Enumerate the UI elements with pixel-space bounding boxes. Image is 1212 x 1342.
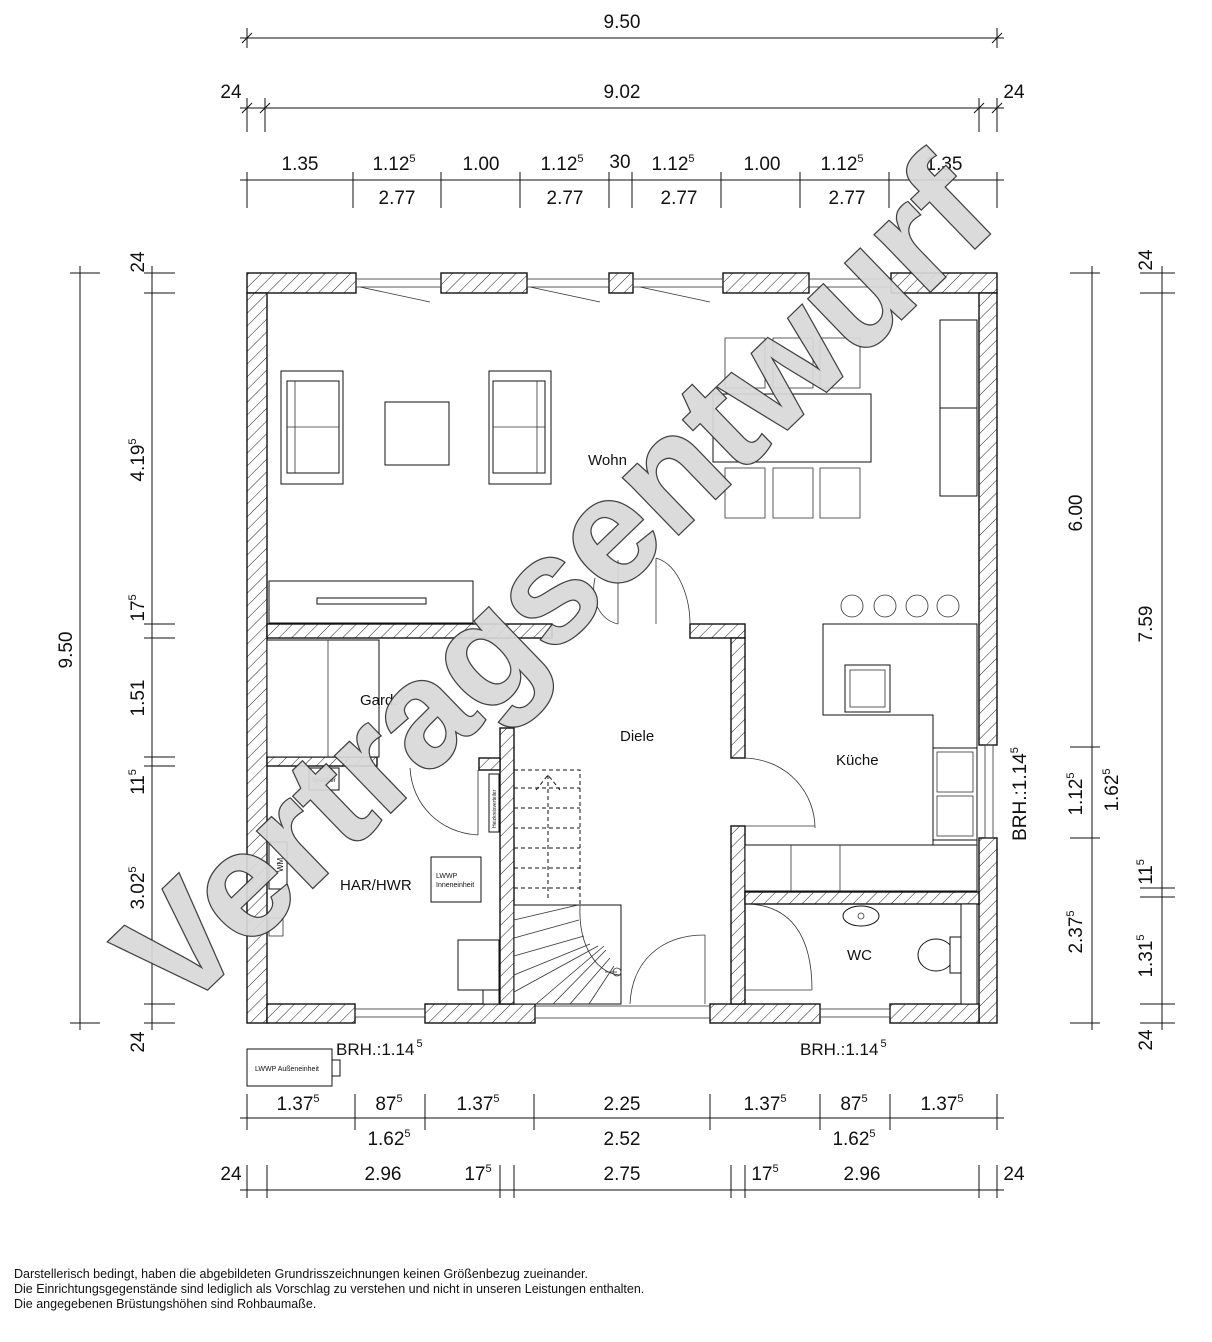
heizkreis-label: Heizkreisverteiler [492, 789, 498, 828]
footnotes: Darstellerisch bedingt, haben die abgebi… [14, 1267, 644, 1312]
dim-right-a-2: 1.125 [1065, 772, 1087, 815]
footnote-2: Die Einrichtungsgegenstände sind ledigli… [14, 1282, 645, 1296]
dim-bottom-3-3: 175 [464, 1163, 491, 1185]
dim-left-seg-4: 1.51 [128, 680, 149, 717]
dim-left-seg-7: 24 [128, 1031, 149, 1053]
left-dimensions: 9.50 24 4.195 175 1.51 115 3.025 24 [56, 251, 175, 1053]
dim-right-b-5: 24 [1136, 1029, 1157, 1051]
lwwp-outer-label: LWWP Außeneinheit [255, 1066, 319, 1073]
dim-right-b-2: 1.625 [1101, 768, 1123, 811]
dim-bottom-1-6: 875 [840, 1093, 867, 1115]
dim-top-seg-6: 1.125 [651, 153, 694, 175]
dim-top-seg-3: 1.00 [463, 154, 500, 175]
footnote-1: Darstellerisch bedingt, haben die abgebi… [14, 1267, 588, 1281]
dim-bottom-3-1: 24 [220, 1164, 242, 1185]
dim-bottom-1-2: 875 [375, 1093, 402, 1115]
dim-top-seg-7: 1.00 [744, 154, 781, 175]
dim-bottom-1-5: 1.375 [743, 1093, 786, 1115]
dim-top-total: 9.50 [604, 12, 641, 33]
dim-top-sub-1: 2.77 [379, 188, 416, 209]
hwr-equipment: LWWP Inneneinheit Heizkreisverteiler Spe… [268, 767, 500, 1005]
dim-bottom-1-3: 1.375 [456, 1093, 499, 1115]
dim-left-seg-6: 3.025 [127, 866, 149, 909]
kitchen [744, 594, 978, 892]
dim-right-outer: 7.59 [1136, 606, 1157, 643]
footnote-3: Die angegebenen Brüstungshöhen sind Rohb… [14, 1297, 317, 1311]
dim-left-seg-2: 4.195 [127, 438, 149, 481]
wc-fixtures [842, 903, 978, 1005]
dim-top-wall-right: 24 [1003, 82, 1025, 103]
dim-top-wall-left: 24 [220, 82, 242, 103]
dim-bottom-1-1: 1.375 [276, 1093, 319, 1115]
doors [409, 557, 816, 1005]
dim-bottom-3-6: 2.96 [844, 1164, 881, 1185]
living-furniture [268, 319, 978, 624]
wm-label: WM [276, 857, 285, 872]
room-wc: WC [847, 947, 872, 964]
dim-top-seg-9: 1.35 [926, 154, 963, 175]
dim-bottom-3-4: 2.75 [604, 1164, 641, 1185]
room-labels: Wohn Gard. Diele Küche HAR/HWR WC [340, 452, 879, 964]
dim-top-inner: 9.02 [604, 82, 641, 103]
dim-left-seg-1: 24 [128, 251, 149, 273]
room-kueche: Küche [836, 752, 879, 769]
dim-top-seg-2: 1.125 [372, 153, 415, 175]
lwwp-inner-line2: Inneneinheit [436, 882, 474, 889]
top-dimensions: 9.50 24 9.02 24 1.35 1.125 1.00 1.125 30… [220, 12, 1025, 209]
dim-left-seg-3: 175 [127, 594, 149, 621]
dim-bottom-2-2: 2.52 [604, 1129, 641, 1150]
dim-top-sub-2: 2.77 [547, 188, 584, 209]
dim-bottom-3-7: 24 [1003, 1164, 1025, 1185]
brh-right-label: BRH.:1.145 [1009, 747, 1031, 841]
dim-top-seg-8: 1.125 [820, 153, 863, 175]
dim-bottom-1-4: 2.25 [604, 1094, 641, 1115]
wardrobe [266, 639, 380, 758]
room-garderobe: Gard. [360, 692, 398, 709]
dim-left-seg-5: 115 [127, 769, 149, 795]
dim-bottom-1-7: 1.375 [920, 1093, 963, 1115]
room-diele: Diele [620, 728, 654, 745]
room-har-hwr: HAR/HWR [340, 877, 412, 894]
dim-bottom-3-2: 2.96 [365, 1164, 402, 1185]
dim-top-seg-5: 30 [609, 152, 630, 173]
dim-right-a-1: 6.00 [1066, 495, 1087, 532]
walls [246, 272, 998, 1024]
dim-top-seg-4: 1.125 [540, 153, 583, 175]
dim-right-b-3: 115 [1135, 859, 1157, 885]
room-wohnen: Wohn [588, 452, 627, 469]
bottom-dimensions: 1.375 875 1.375 2.25 1.375 875 1.375 1.6… [220, 1093, 1025, 1198]
speicher-label: Speicher [312, 778, 336, 784]
dim-right-a-3: 2.375 [1065, 910, 1087, 953]
dim-bottom-3-5: 175 [751, 1163, 778, 1185]
dim-bottom-2-1: 1.625 [367, 1128, 410, 1150]
dim-right-b-1: 24 [1136, 249, 1157, 271]
right-dimensions: 6.00 1.125 2.375 7.59 24 1.625 115 1.315… [1009, 249, 1175, 1051]
stairs [513, 769, 622, 1005]
dim-bottom-2-3: 1.625 [832, 1128, 875, 1150]
floor-plan: 9.50 24 9.02 24 1.35 1.125 1.00 1.125 30… [56, 12, 1175, 1198]
dim-right-b-4: 1.315 [1135, 934, 1157, 977]
lwwp-outdoor-unit: LWWP Außeneinheit [246, 1048, 341, 1087]
dim-top-sub-4: 2.77 [829, 188, 866, 209]
dim-top-seg-1: 1.35 [282, 154, 319, 175]
windows [354, 278, 994, 1019]
dim-top-sub-3: 2.77 [661, 188, 698, 209]
lwwp-inner-line1: LWWP [436, 873, 458, 880]
dim-left-outer: 9.50 [56, 632, 77, 669]
